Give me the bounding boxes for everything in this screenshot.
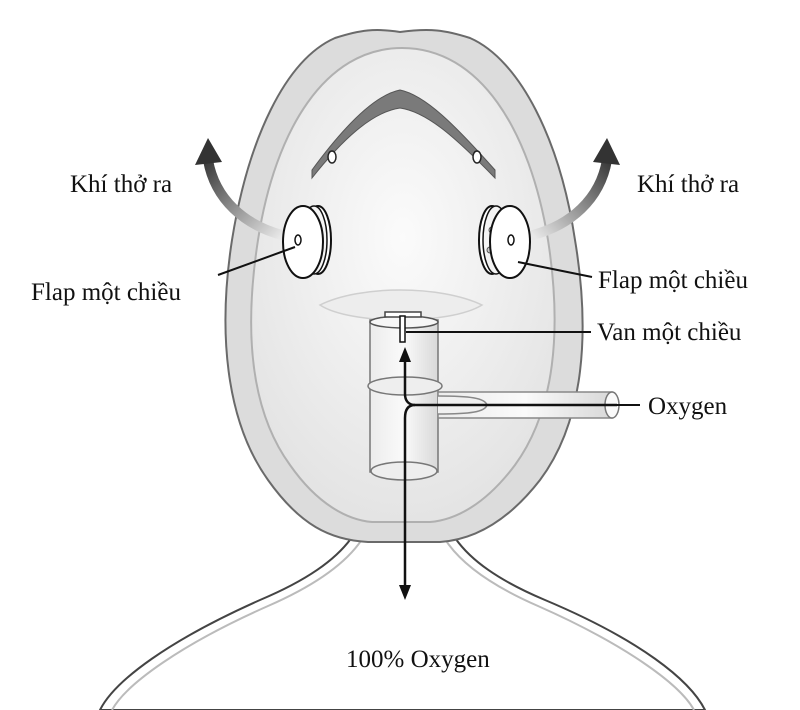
label-exhale-left: Khí thở ra [70,171,173,198]
label-reservoir-oxygen: 100% Oxygen [346,646,490,673]
nose-clip [311,89,496,180]
mask-mouth-ridge [318,289,484,321]
label-oxygen-inlet: Oxygen [648,393,728,420]
exhale-arrowhead-left-icon [195,138,222,165]
label-one-way-valve: Van một chiều [597,319,742,346]
one-way-valve-stem [399,315,406,343]
label-flap-right: Flap một chiều [598,267,748,294]
flow-arrows-icon [399,347,617,600]
exhale-arrow-left-icon [203,155,287,240]
flap-right-icon [478,205,531,279]
flap-left-icon [282,205,332,279]
leader-lines [217,246,640,406]
exhale-arrow-right-icon [528,155,612,240]
exhale-arrowhead-right-icon [593,138,620,165]
label-flap-left: Flap một chiều [31,279,181,306]
label-exhale-right: Khí thở ra [637,171,740,198]
